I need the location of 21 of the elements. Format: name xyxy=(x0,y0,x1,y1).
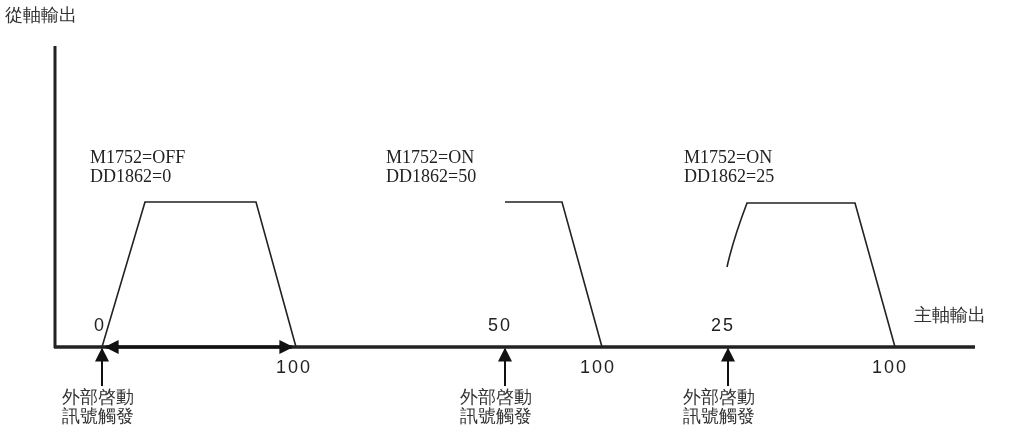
tick-label: 100 xyxy=(580,358,617,377)
arrow xyxy=(95,347,109,387)
parameter-label: M1752=ON xyxy=(684,148,773,167)
parameter-label: DD1862=25 xyxy=(684,167,775,186)
parameter-label: M1752=ON xyxy=(386,148,475,167)
trigger-label: 外部啓動訊號觸發 xyxy=(62,388,142,426)
parameter-label: DD1862=50 xyxy=(386,167,477,186)
tick-label: 100 xyxy=(872,358,909,377)
arrow xyxy=(498,347,512,387)
tick-label: 25 xyxy=(711,316,736,335)
axis-label: 從軸輸出 xyxy=(5,6,77,25)
trigger-label: 外部啓動訊號觸發 xyxy=(460,388,540,426)
x-axis xyxy=(54,345,975,349)
trigger-label: 外部啓動訊號觸發 xyxy=(683,388,763,426)
parameter-label: M1752=OFF xyxy=(90,148,186,167)
arrow xyxy=(721,347,735,387)
tick-label: 100 xyxy=(276,358,313,377)
axis-label: 主軸輸出 xyxy=(914,306,986,325)
tick-label: 0 xyxy=(94,316,106,335)
parameter-label: DD1862=0 xyxy=(90,167,172,186)
tick-label: 50 xyxy=(488,316,513,335)
